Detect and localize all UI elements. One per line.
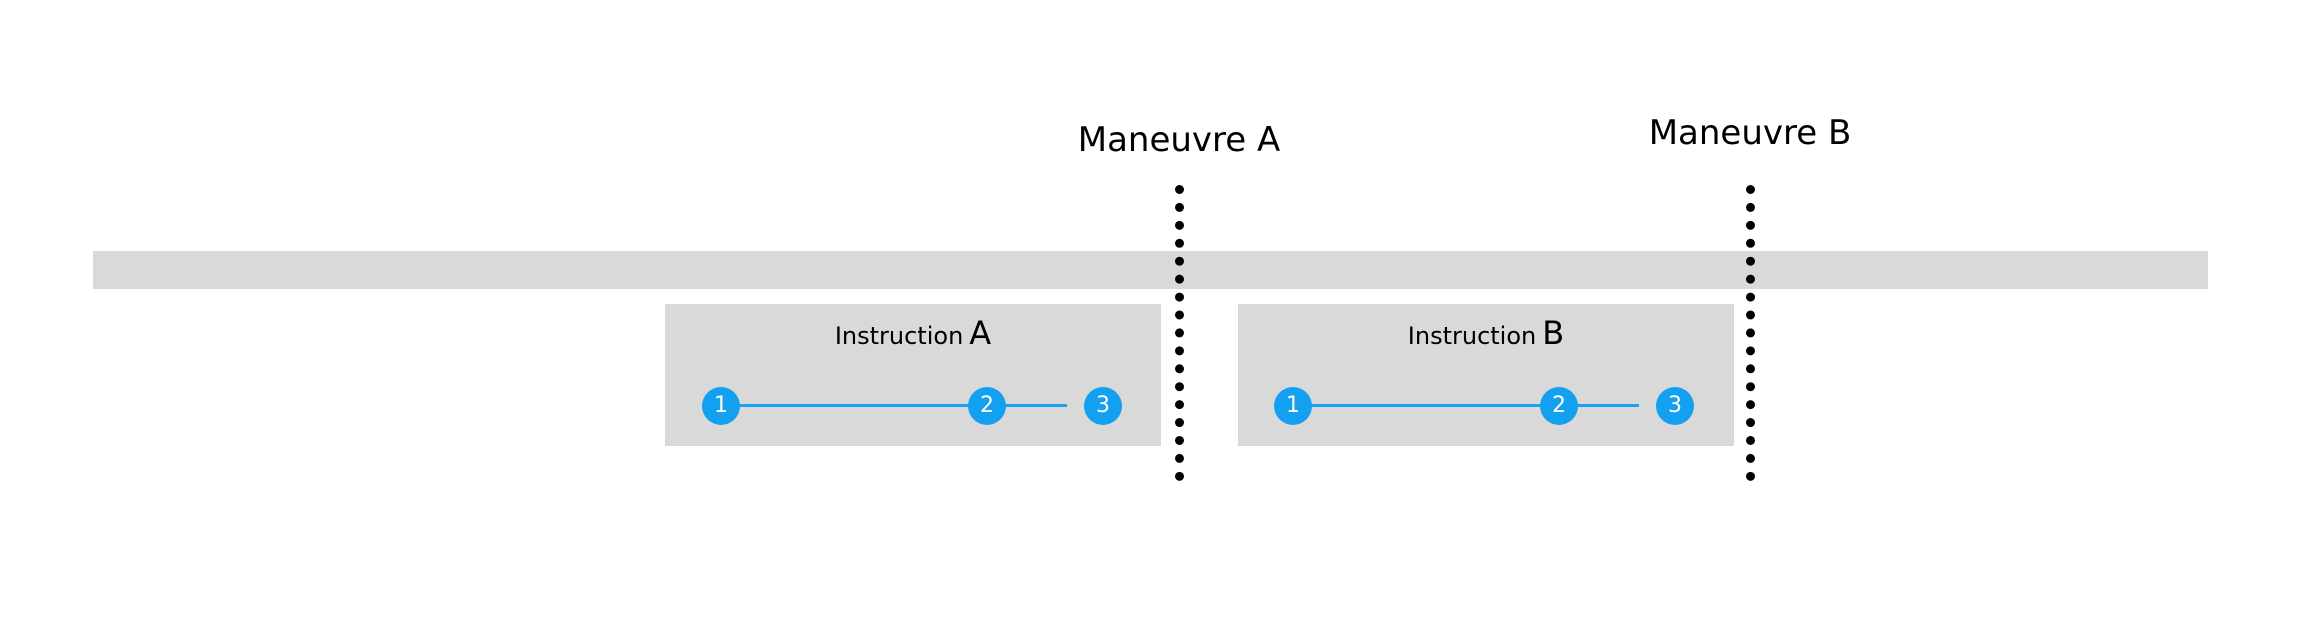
instruction-a-word: Instruction	[834, 322, 964, 350]
instruction-b-step-3: 3	[1656, 387, 1694, 425]
maneuver-b-line	[1746, 185, 1755, 481]
instruction-b-word: Instruction	[1407, 322, 1537, 350]
instruction-a-step-2: 2	[968, 387, 1006, 425]
instruction-a-track: 1 2 3	[665, 304, 1161, 446]
road-bar	[93, 251, 2208, 289]
instruction-b-track: 1 2 3	[1238, 304, 1734, 446]
instruction-a-step-1: 1	[702, 387, 740, 425]
instruction-b-letter: B	[1542, 314, 1565, 352]
maneuver-a-line	[1175, 185, 1184, 481]
instruction-b-track-line	[1293, 404, 1639, 407]
instruction-b-step-1: 1	[1274, 387, 1312, 425]
instruction-b-step-2: 2	[1540, 387, 1578, 425]
maneuver-a-label: Maneuvre A	[1077, 120, 1281, 160]
instruction-a-step-3: 3	[1084, 387, 1122, 425]
instruction-a-letter: A	[969, 314, 992, 352]
instruction-a-track-line	[721, 404, 1067, 407]
maneuver-b-label: Maneuvre B	[1648, 113, 1852, 153]
